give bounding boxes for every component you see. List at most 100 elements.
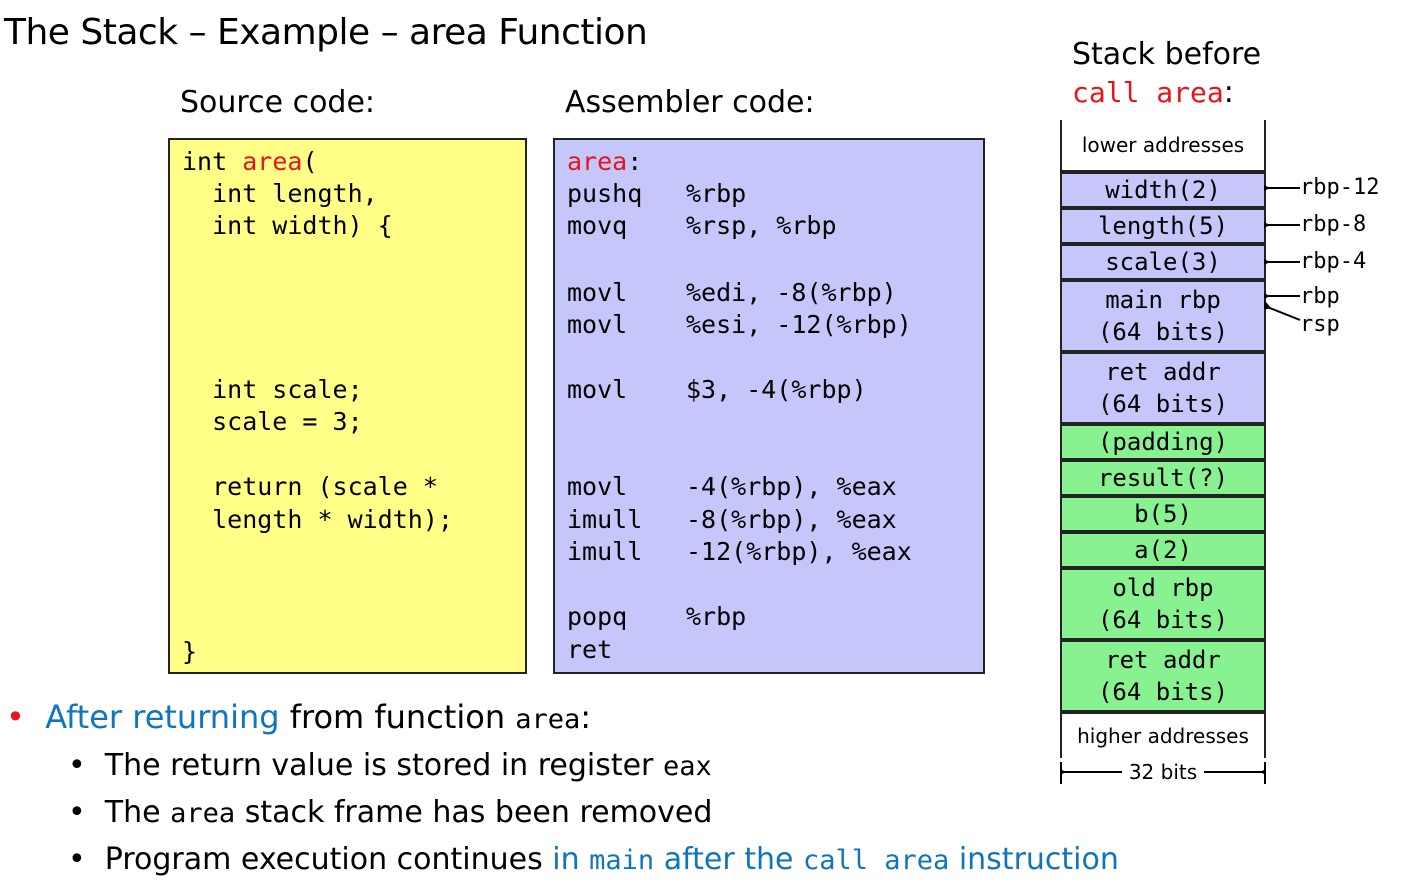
bullet-dot-icon: • bbox=[6, 698, 25, 736]
sub-bullet-code: eax bbox=[662, 751, 712, 782]
width-dimension-arrows bbox=[1060, 762, 1266, 784]
asm-args: -4(%rbp), %eax bbox=[686, 472, 897, 501]
code-keyword-int: int bbox=[182, 147, 243, 176]
arrow-rsp bbox=[1264, 295, 1301, 321]
asm-args: $3, -4(%rbp) bbox=[686, 375, 867, 404]
pointer-rbp-4: rbp-4 bbox=[1300, 249, 1367, 274]
sub-bullet-2: • The area stack frame has been removed bbox=[68, 793, 712, 834]
asm-args: %rbp bbox=[686, 602, 747, 631]
sub-bullet-text: stack frame has been removed bbox=[235, 795, 713, 830]
stack-title-code: call area bbox=[1072, 76, 1224, 109]
asm-label-area: area bbox=[567, 147, 628, 176]
stack-cell-result: result(?) bbox=[1060, 460, 1266, 496]
source-line: int width) { bbox=[182, 211, 393, 240]
lower-addresses-label: lower addresses bbox=[1081, 133, 1245, 157]
source-code-header: Source code: bbox=[180, 85, 376, 120]
source-line-signature: int area( bbox=[182, 146, 318, 178]
sub-bullet-code: call area bbox=[802, 845, 950, 876]
stack-cell-size: (64 bits) bbox=[1097, 390, 1229, 418]
slide-title: The Stack – Example – area Function bbox=[4, 12, 648, 53]
sub-bullet-text: The bbox=[104, 795, 171, 830]
asm-label-colon: : bbox=[627, 147, 643, 176]
stack-cell-label: old rbp bbox=[1112, 574, 1214, 602]
asm-args: %rbp bbox=[686, 179, 747, 208]
bullet-colon: : bbox=[580, 698, 592, 736]
pointer-rbp-8: rbp-8 bbox=[1300, 212, 1367, 237]
pointer-rbp: rbp bbox=[1300, 284, 1340, 309]
source-line: return (scale * bbox=[182, 472, 438, 501]
asm-op: movl bbox=[567, 375, 628, 404]
stack-cell-label: a(2) bbox=[1134, 536, 1192, 564]
source-line: int length, bbox=[182, 179, 378, 208]
source-line: int scale; bbox=[182, 375, 363, 404]
stack-cell-padding: (padding) bbox=[1060, 424, 1266, 460]
code-paren: ( bbox=[302, 147, 318, 176]
stack-cell-label: width(2) bbox=[1105, 176, 1221, 204]
assembler-code-box: area: pushq %rbp movq %rsp, %rbp movl %e… bbox=[553, 138, 985, 674]
asm-op: movl bbox=[567, 278, 628, 307]
asm-op: movl bbox=[567, 310, 628, 339]
pointer-rbp-12: rbp-12 bbox=[1300, 175, 1380, 200]
sub-bullet-code: area bbox=[170, 798, 236, 829]
stack-cell-label: scale(3) bbox=[1105, 248, 1221, 276]
stack-title-line1: Stack before bbox=[1072, 37, 1262, 72]
sub-bullet-1: • The return value is stored in register… bbox=[68, 746, 712, 787]
asm-args: -12(%rbp), %eax bbox=[686, 537, 912, 566]
sub-bullet-highlight: after the bbox=[654, 842, 803, 877]
stack-cell-b: b(5) bbox=[1060, 496, 1266, 532]
bullet-highlight: After returning bbox=[45, 698, 280, 736]
stack-cell-width: width(2) bbox=[1060, 172, 1266, 208]
function-name-area: area bbox=[242, 147, 303, 176]
stack-cell-label: result(?) bbox=[1097, 464, 1229, 492]
bullet-main: • After returning from function area: bbox=[6, 696, 591, 741]
stack-cell-a: a(2) bbox=[1060, 532, 1266, 568]
stack-width-dimension: 32 bits bbox=[1060, 760, 1266, 784]
sub-bullet-3: • Program execution continues in main af… bbox=[68, 840, 1119, 881]
asm-op: imull bbox=[567, 537, 643, 566]
asm-op: pushq bbox=[567, 179, 643, 208]
sub-bullet-code: main bbox=[589, 845, 655, 876]
assembler-code-header: Assembler code: bbox=[565, 85, 815, 120]
stack-cell-main-rbp: main rbp (64 bits) bbox=[1060, 280, 1266, 352]
stack-cell-size: (64 bits) bbox=[1097, 606, 1229, 634]
source-code-box: int area( int length, int width) { int s… bbox=[168, 138, 527, 674]
stack-cell-label: main rbp bbox=[1105, 286, 1221, 314]
stack-cell-size: (64 bits) bbox=[1097, 318, 1229, 346]
stack-cell-ret-addr-main: ret addr (64 bits) bbox=[1060, 640, 1266, 712]
stack-higher-addresses: higher addresses bbox=[1060, 712, 1266, 758]
stack-cell-label: length(5) bbox=[1097, 212, 1229, 240]
sub-bullet-dot-icon: • bbox=[68, 842, 86, 877]
pointer-rsp: rsp bbox=[1300, 312, 1340, 337]
stack-cell-old-rbp: old rbp (64 bits) bbox=[1060, 568, 1266, 640]
asm-args: -8(%rbp), %eax bbox=[686, 505, 897, 534]
sub-bullet-text: Program execution continues bbox=[104, 842, 553, 877]
stack-cell-size: (64 bits) bbox=[1097, 678, 1229, 706]
stack-cell-label: b(5) bbox=[1134, 500, 1192, 528]
bullet-text: from function bbox=[279, 698, 516, 736]
width-label: 32 bits bbox=[1128, 760, 1198, 784]
source-line: } bbox=[182, 637, 198, 666]
asm-args: %rsp, %rbp bbox=[686, 211, 837, 240]
stack-cell-label: ret addr bbox=[1105, 646, 1221, 674]
bullet-code: area bbox=[515, 704, 581, 735]
asm-op: ret bbox=[567, 635, 613, 664]
sub-bullet-highlight: in bbox=[552, 842, 590, 877]
stack-lower-addresses: lower addresses bbox=[1060, 120, 1266, 172]
source-line: length * width); bbox=[182, 505, 453, 534]
pointer-arrows bbox=[1264, 180, 1301, 321]
asm-op: movl bbox=[567, 472, 628, 501]
stack-title-line2: call area: bbox=[1072, 74, 1292, 112]
stack-cell-length: length(5) bbox=[1060, 208, 1266, 244]
asm-label: area: bbox=[567, 146, 642, 178]
stack-cell-label: (padding) bbox=[1097, 428, 1229, 456]
sub-bullet-dot-icon: • bbox=[68, 795, 86, 830]
asm-op: popq bbox=[567, 602, 628, 631]
source-line: scale = 3; bbox=[182, 407, 363, 436]
stack-cell-scale: scale(3) bbox=[1060, 244, 1266, 280]
stack-title: Stack before call area: bbox=[1072, 36, 1292, 112]
sub-bullet-highlight: instruction bbox=[949, 842, 1119, 877]
stack-cell-ret-addr: ret addr(64 bits) bbox=[1060, 352, 1266, 424]
asm-op: movq bbox=[567, 211, 628, 240]
asm-args: %edi, -8(%rbp) bbox=[686, 278, 897, 307]
sub-bullet-text: The return value is stored in register bbox=[104, 748, 663, 783]
